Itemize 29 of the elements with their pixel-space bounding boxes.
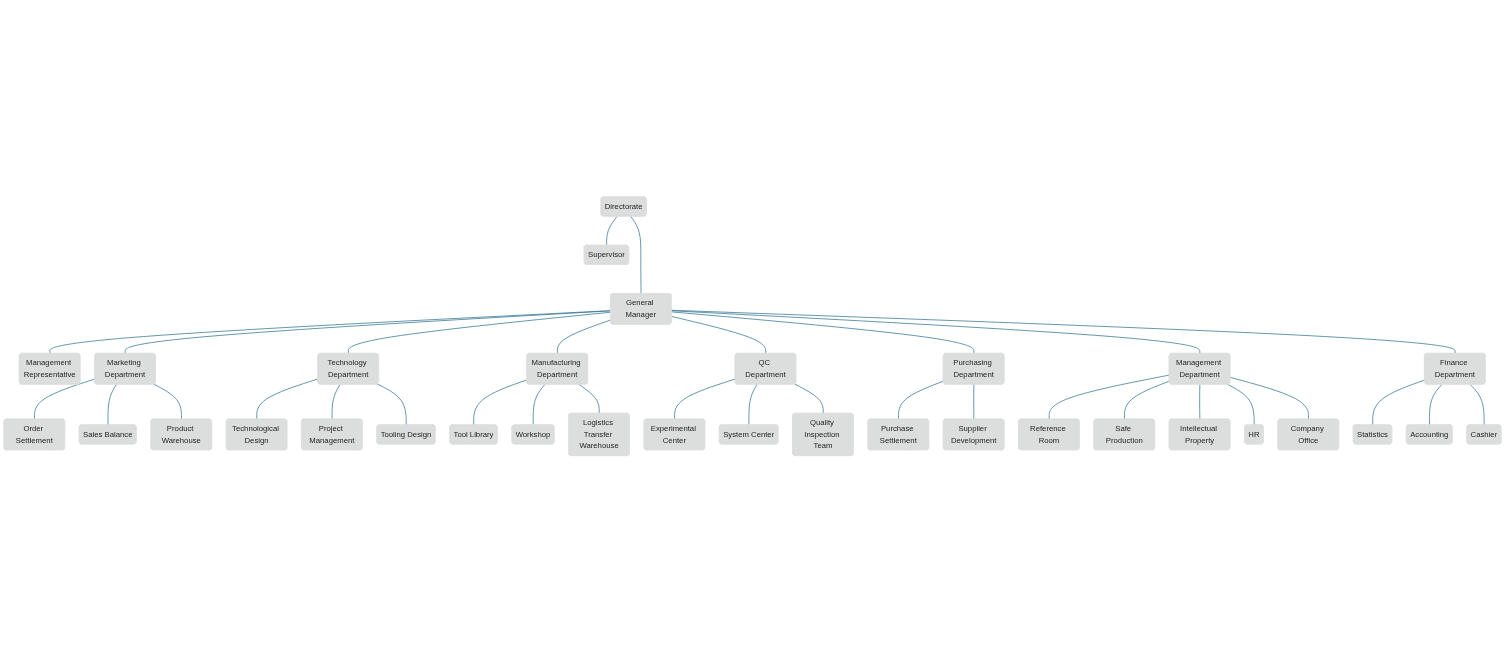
connector	[578, 384, 600, 414]
connector	[606, 216, 618, 246]
connector	[153, 384, 182, 420]
connector	[1227, 384, 1255, 426]
connector	[898, 380, 944, 420]
connector	[671, 316, 767, 355]
connector	[671, 311, 975, 355]
connector	[377, 383, 407, 426]
connector	[1199, 384, 1201, 420]
connector	[532, 384, 546, 426]
connector	[34, 378, 96, 420]
connector	[1372, 379, 1425, 426]
connector	[557, 319, 612, 355]
connector	[348, 312, 612, 355]
connector	[1469, 384, 1485, 426]
connector	[256, 378, 319, 420]
connector	[794, 384, 824, 414]
connector	[671, 310, 1201, 355]
connector	[671, 310, 1456, 355]
connector	[331, 384, 341, 420]
connector	[1124, 380, 1170, 420]
connector	[748, 384, 758, 426]
connector	[630, 216, 642, 295]
connector	[674, 378, 736, 420]
connector	[1048, 374, 1170, 420]
connector	[1429, 384, 1443, 426]
connector	[107, 384, 117, 426]
connector	[473, 379, 528, 426]
connector	[1229, 377, 1309, 420]
